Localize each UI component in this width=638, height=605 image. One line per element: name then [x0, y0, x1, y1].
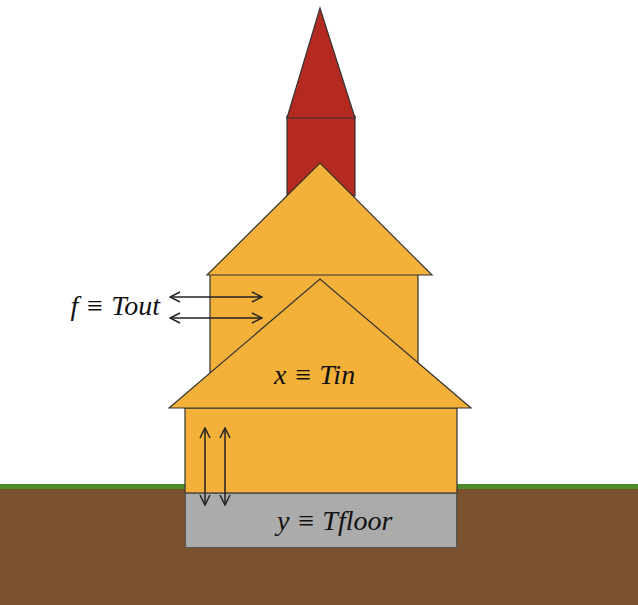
house-body: [185, 408, 457, 493]
floor-fill: [186, 494, 457, 548]
ground: [0, 488, 638, 605]
heat-flow-arrow: [224, 428, 226, 505]
node-label: y ≡ Tfloor: [277, 506, 392, 537]
heat-flow-arrow: [204, 428, 206, 505]
house-interior: x ≡ Tin: [168, 278, 472, 493]
outside-temp-label: f ≡ Tout: [71, 291, 160, 322]
node-label: x ≡ Tin: [274, 360, 355, 391]
heat-exchange-arrow: [170, 317, 262, 319]
spire: [287, 8, 355, 118]
upper-roof: [207, 163, 432, 275]
heat-exchange-arrow: [170, 296, 262, 298]
floor-slab: y ≡ Tfloor: [185, 493, 457, 548]
lower-roof: [169, 279, 471, 408]
